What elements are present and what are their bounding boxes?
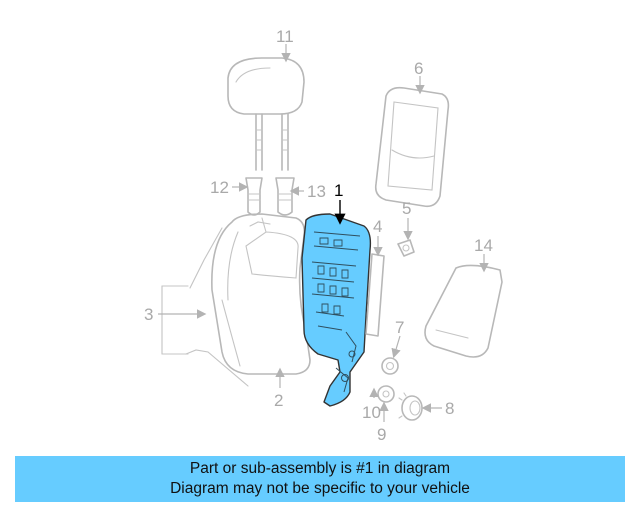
seatback-board xyxy=(374,86,450,208)
headrest-guide-right xyxy=(275,177,295,216)
bolt-9-10 xyxy=(377,385,395,403)
callout-9: 9 xyxy=(377,425,386,444)
trim-wires xyxy=(161,227,249,387)
callout-3: 3 xyxy=(144,305,153,324)
callout-8: 8 xyxy=(445,399,454,418)
callout-5: 5 xyxy=(402,199,411,218)
seatback-frame-highlighted xyxy=(301,213,372,407)
banner-line-2: Diagram may not be specific to your vehi… xyxy=(170,480,470,497)
callout-4: 4 xyxy=(373,217,382,236)
callouts: 1 2 3 4 5 6 7 8 9 10 11 12 13 14 xyxy=(144,27,493,444)
info-banner: Part or sub-assembly is #1 in diagram Di… xyxy=(15,456,625,502)
seatback-cover xyxy=(211,213,311,375)
knob-8 xyxy=(398,392,423,421)
headrest xyxy=(227,57,305,171)
clip-5 xyxy=(397,239,415,257)
callout-6: 6 xyxy=(414,59,423,78)
headrest-guide-left xyxy=(245,177,263,216)
callout-1: 1 xyxy=(334,181,343,200)
callout-14: 14 xyxy=(474,236,493,255)
callout-7: 7 xyxy=(395,318,404,337)
callout-12: 12 xyxy=(210,178,229,197)
parts-diagram: 1 2 3 4 5 6 7 8 9 10 11 12 13 14 xyxy=(144,27,503,444)
callout-13: 13 xyxy=(307,182,326,201)
callout-10: 10 xyxy=(362,403,381,422)
nut-7 xyxy=(381,357,399,375)
back-panel xyxy=(424,264,503,358)
callout-2: 2 xyxy=(274,391,283,410)
banner-line-1: Part or sub-assembly is #1 in diagram xyxy=(189,460,451,477)
callout-11: 11 xyxy=(276,27,294,46)
